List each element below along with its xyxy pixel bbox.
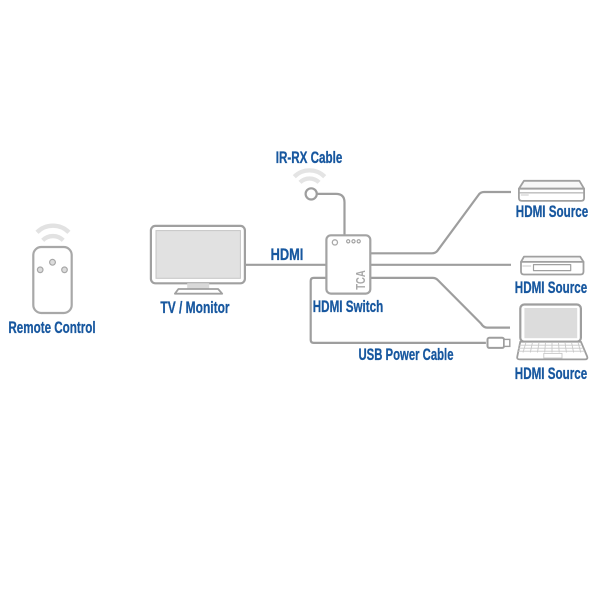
svg-text:TCA: TCA — [354, 270, 368, 290]
